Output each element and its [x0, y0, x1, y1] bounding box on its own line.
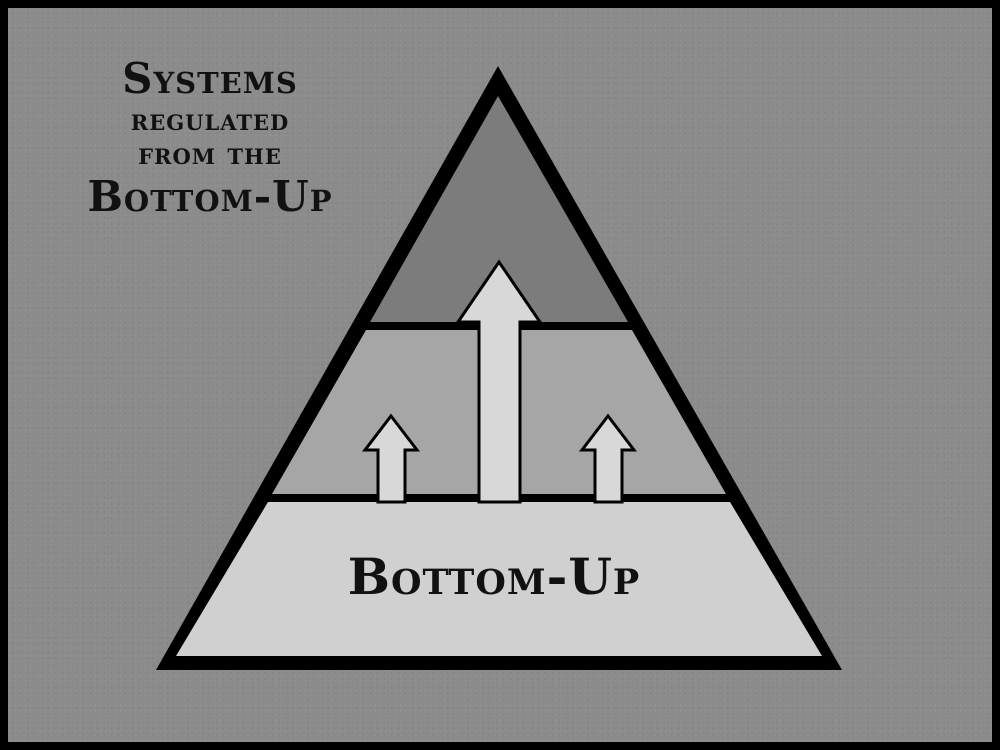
pyramid-top-tier: [370, 96, 628, 322]
left-small-arrow: [361, 413, 421, 504]
title-line-1: Systems: [122, 54, 298, 103]
pyramid-base-tier: [176, 502, 822, 656]
title-line-4: Bottom-Up: [87, 172, 333, 221]
center-large-arrow: [455, 259, 543, 504]
base-tier-label: Bottom-Up: [348, 547, 641, 606]
title-line-3: from the: [138, 137, 282, 172]
slide-title: Systems regulated from the Bottom-Up: [30, 58, 390, 218]
right-small-arrow: [578, 413, 638, 504]
title-line-2: regulated: [130, 103, 290, 138]
